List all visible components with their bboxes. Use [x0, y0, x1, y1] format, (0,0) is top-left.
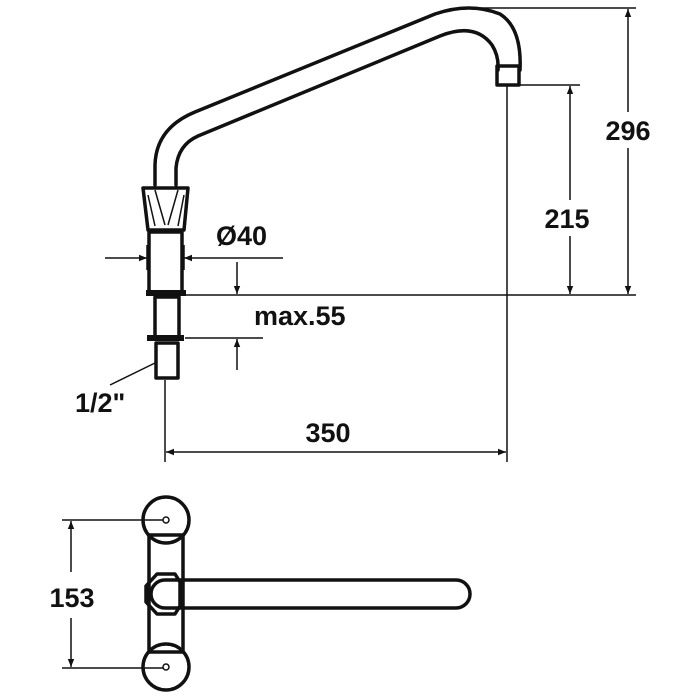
- wall-plate: [147, 533, 185, 654]
- thread-connector: [154, 341, 180, 380]
- label-diameter: Ø40: [216, 221, 267, 251]
- dimension-lines: [105, 7, 636, 462]
- hex-nut: [144, 572, 182, 616]
- faucet-side-view: [141, 6, 522, 380]
- shank: [153, 295, 181, 339]
- label-max55: max.55: [254, 301, 346, 331]
- label-thread: 1/2": [75, 388, 125, 418]
- mount-bottom-circle: [141, 642, 191, 692]
- spout-inner-edge: [174, 28, 500, 187]
- label-153: 153: [49, 583, 94, 613]
- screw-top: [162, 516, 170, 524]
- faucet-top-view: [141, 495, 472, 692]
- label-215: 215: [544, 204, 589, 234]
- label-296: 296: [605, 116, 650, 146]
- spout-nozzle: [495, 64, 521, 87]
- lock-nut: [147, 335, 184, 341]
- mounting-flange: [146, 290, 186, 296]
- spout-outer-edge: [153, 6, 522, 187]
- thread-leader-line: [109, 361, 158, 386]
- knob-facets: [147, 189, 185, 227]
- valve-body: [147, 230, 184, 295]
- label-350: 350: [305, 418, 350, 448]
- screw-bottom: [162, 663, 170, 671]
- spout-top: [149, 578, 472, 610]
- knob: [141, 186, 190, 232]
